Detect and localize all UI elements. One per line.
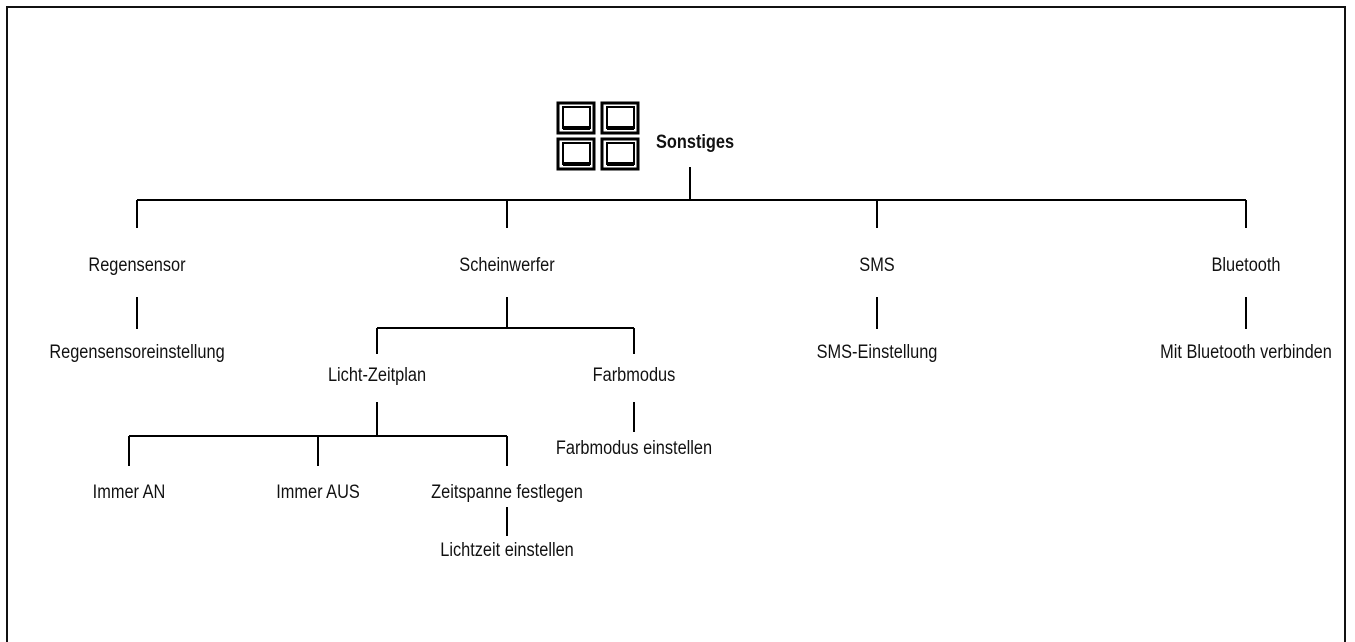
node-farbmodus: Farbmodus [592, 365, 676, 386]
node-zeitspanne-festlegen: Zeitspanne festlegen [431, 482, 583, 503]
root-label: Sonstiges [656, 132, 735, 153]
grid-four-squares-icon [556, 101, 640, 171]
node-sms-einstellung: SMS-Einstellung [816, 342, 938, 363]
node-licht-zeitplan: Licht-Zeitplan [327, 365, 427, 386]
node-farbmodus-einstellen: Farbmodus einstellen [555, 438, 713, 459]
node-bluetooth: Bluetooth [1211, 255, 1281, 276]
node-scheinwerfer: Scheinwerfer [459, 255, 555, 276]
diagram-frame [6, 6, 1346, 642]
node-lichtzeit-einstellen: Lichtzeit einstellen [440, 540, 574, 561]
node-immer-aus: Immer AUS [276, 482, 360, 503]
node-sms: SMS [859, 255, 895, 276]
node-regensensoreinstellung: Regensensoreinstellung [49, 342, 225, 363]
node-mit-bluetooth-verbinden: Mit Bluetooth verbinden [1160, 342, 1332, 363]
node-regensensor: Regensensor [88, 255, 186, 276]
node-immer-an: Immer AN [92, 482, 166, 503]
